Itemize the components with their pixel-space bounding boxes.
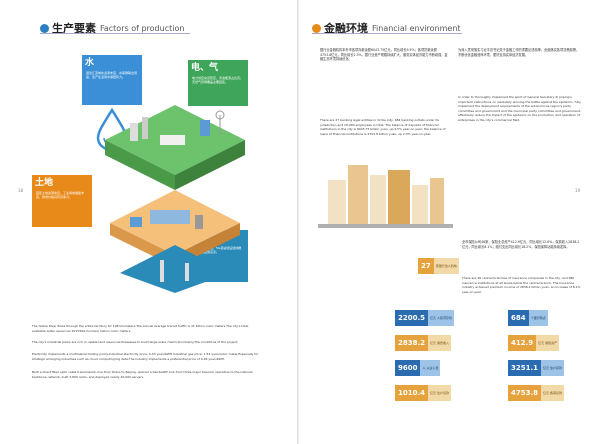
stat-rmb-deposits: 2200.5 亿元 人民币存款 bbox=[395, 310, 454, 326]
land-paragraph: The city's industrial parks are rich in … bbox=[32, 340, 239, 344]
power-paragraph: Electricity implements a multilateral tr… bbox=[32, 352, 259, 361]
insurance-zh-paragraph: 全市保险公司46家，保险业总资产412.9亿元，同比增长12.6%；保费收入28… bbox=[462, 240, 580, 249]
insurance-en-paragraph: There are 46 central branches of insuran… bbox=[462, 276, 581, 294]
stat-employees: 9600 人 从业人员 bbox=[395, 360, 441, 376]
city-buildings-illustration bbox=[318, 165, 453, 228]
stat-insurance-assets: 412.9 亿元 保险资产 bbox=[508, 335, 560, 351]
left-page: 生产要素 Factors of production 水 澜沧江流域水资源丰富，… bbox=[18, 20, 259, 379]
industry-illustration bbox=[105, 105, 245, 293]
stat-premium-income: 2838.2 亿元 保费收入 bbox=[395, 335, 451, 351]
page-number-left: 18 bbox=[18, 188, 24, 193]
land-block: 土地 园区土地资源充足，工业用地储备丰富，供地价格具有竞争力。 bbox=[32, 175, 92, 227]
power-body: 电力供应充足稳定，清洁能源占比高；天然气管网覆盖主要园区。 bbox=[192, 76, 244, 84]
stat-bank-outlets: 684 个银行网点 bbox=[508, 310, 548, 326]
finance-zh-paragraph-1: 银行业金融机构本外币各项存款余额6043.75亿元，同比增长9.5%；各项贷款余… bbox=[320, 48, 448, 61]
section-title-zh: 金融环境 bbox=[324, 22, 368, 35]
land-heading: 土地 bbox=[35, 178, 54, 188]
stat-household-deposits: 3251.1 亿元 住户存款 bbox=[508, 360, 564, 376]
stat-total-loans: 4753.8 亿元 各项贷款 bbox=[508, 385, 564, 401]
stat-household-loans: 1010.4 亿元 住户贷款 bbox=[395, 385, 451, 401]
telecom-paragraph: Built a direct fiber optic cable transmi… bbox=[32, 370, 253, 379]
water-body: 澜沧江流域水资源丰富，水库群联合调度，生产生活用水保障有力。 bbox=[86, 71, 138, 79]
production-section-title: 生产要素 Factors of production bbox=[40, 20, 190, 36]
finance-zh-paragraph-2: 为深入贯彻落实习近平总书记关于金融工作的重要论述精神，全面落实各项决策部署，不断… bbox=[458, 48, 580, 57]
section-title-en: Factors of production bbox=[100, 23, 185, 33]
stat-bank-entities: 27 家银行法人机构 bbox=[418, 258, 459, 274]
section-title-zh: 生产要素 bbox=[52, 22, 96, 35]
finance-en-paragraph-2: In order to thoroughly implement the spi… bbox=[458, 95, 581, 122]
title-underline bbox=[312, 33, 462, 34]
title-underline bbox=[40, 33, 190, 34]
right-page: 金融环境 Financial environment 银行业金融机构本外币各项存… bbox=[300, 0, 600, 444]
page-number-right: 19 bbox=[575, 188, 581, 193]
section-bullet-icon bbox=[312, 23, 321, 33]
water-block: 水 澜沧江流域水资源丰富，水库群联合调度，生产生活用水保障有力。 bbox=[82, 55, 142, 105]
section-bullet-icon bbox=[40, 23, 49, 33]
power-block: 电、气 电力供应充足稳定，清洁能源占比高；天然气管网覆盖主要园区。 bbox=[188, 60, 248, 106]
water-paragraph: The Yellow River flows through the entir… bbox=[32, 324, 249, 333]
section-title-en: Financial environment bbox=[372, 23, 461, 33]
finance-section-title: 金融环境 Financial environment bbox=[312, 20, 462, 36]
land-body: 园区土地资源充足，工业用地储备丰富，供地价格具有竞争力。 bbox=[36, 191, 85, 199]
water-heading: 水 bbox=[85, 58, 95, 68]
power-heading: 电、气 bbox=[191, 63, 219, 73]
finance-en-paragraph-1: There are 27 banking legal entities in O… bbox=[320, 118, 446, 136]
